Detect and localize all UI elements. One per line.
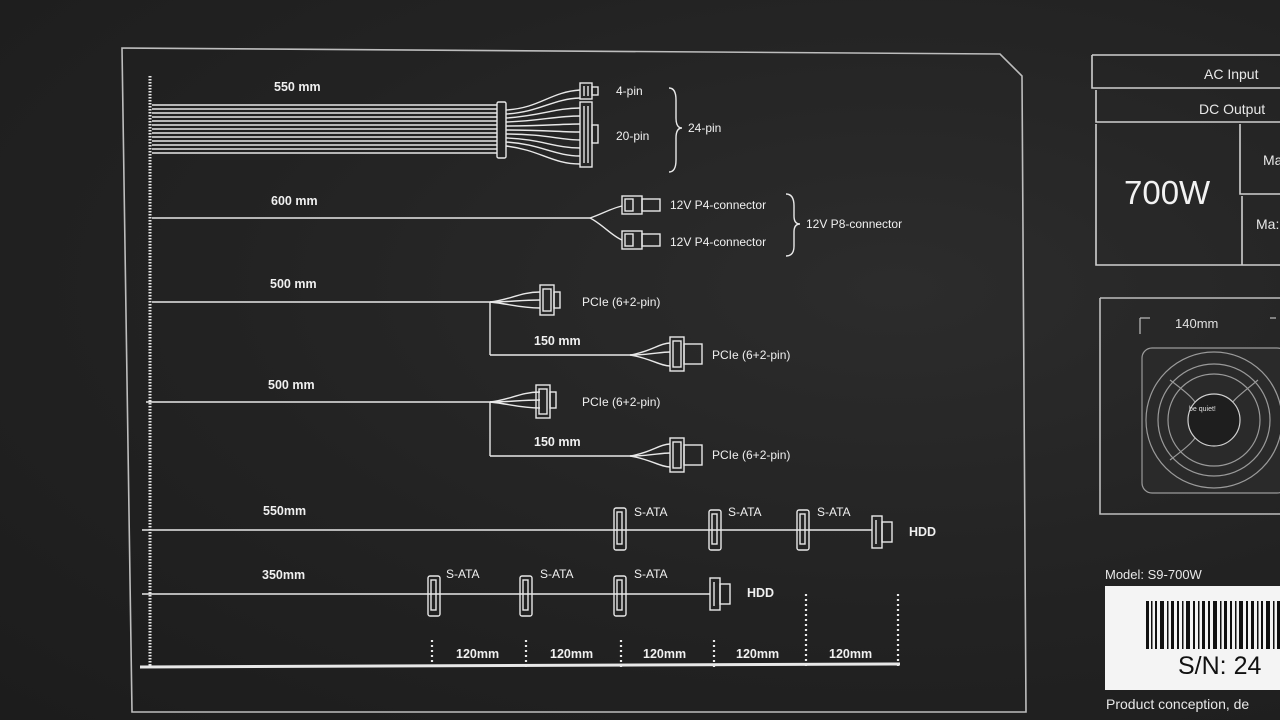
pin20-label: 20-pin	[616, 129, 650, 143]
main-cable-bundle	[152, 82, 683, 173]
fan-logo: be quiet!	[1189, 406, 1216, 413]
pin24-brace	[668, 87, 683, 173]
barcode-icon	[1146, 601, 1280, 649]
spec-table	[1091, 54, 1280, 266]
spacing-label-2: 120mm	[550, 647, 594, 661]
dc-output-label: DC Output	[1199, 101, 1266, 117]
sata-1-connector-1: S-ATA	[634, 505, 668, 519]
ac-input-label: AC Input	[1204, 66, 1259, 82]
p8-brace	[785, 193, 801, 257]
footer-text: Product conception, de	[1106, 696, 1250, 712]
pcie-1-branch-length: 150 mm	[534, 334, 581, 348]
model-label: Model: S9-700W	[1105, 567, 1202, 582]
pin24-label: 24-pin	[688, 121, 722, 135]
sata-2-hdd-label: HDD	[747, 586, 775, 600]
pin20-connector	[579, 101, 593, 168]
pin4-connector	[579, 82, 593, 100]
sata-cable-2-length: 350mm	[262, 568, 306, 582]
serial-number: S/N: 24	[1178, 652, 1262, 680]
barcode-sticker	[1105, 586, 1280, 690]
p4-connector-b-label: 12V P4-connector	[670, 235, 767, 249]
cpu-cable	[152, 193, 801, 257]
sata-cable-1-length: 550mm	[263, 504, 307, 518]
spacing-label-5: 120mm	[829, 647, 873, 661]
pcie-2-connector-a: PCIe (6+2-pin)	[582, 395, 661, 409]
wattage-value: 700W	[1124, 174, 1211, 211]
p4-connector-a-label: 12V P4-connector	[670, 198, 767, 212]
sata-1-hdd-label: HDD	[909, 525, 937, 539]
sata-cable-1	[142, 507, 893, 551]
fan-drawing	[1141, 347, 1280, 494]
cpu-cable-length: 600 mm	[271, 194, 318, 208]
pcie-1-connector-a: PCIe (6+2-pin)	[582, 295, 661, 309]
sata-2-connector-3: S-ATA	[634, 567, 668, 581]
sata-1-connector-2: S-ATA	[728, 505, 762, 519]
sata-1-connector-3: S-ATA	[817, 505, 851, 519]
main-cable-length: 550 mm	[274, 80, 321, 94]
sata-2-connector-1: S-ATA	[446, 567, 480, 581]
pcie-cable-1	[152, 284, 703, 372]
pcie-1-connector-b: PCIe (6+2-pin)	[712, 348, 791, 362]
pcie-cable-2-length: 500 mm	[268, 378, 315, 392]
pcie-cable-1-length: 500 mm	[270, 277, 317, 291]
p8-connector-label: 12V P8-connector	[806, 217, 903, 231]
fan-size-label: 140mm	[1175, 316, 1219, 331]
spec-row-a-label: Ma	[1263, 152, 1280, 168]
spec-row-b-label: Ma:	[1256, 216, 1280, 232]
sata-cable-2	[142, 575, 731, 617]
pcie-2-connector-b: PCIe (6+2-pin)	[712, 448, 791, 462]
spacing-label-1: 120mm	[456, 647, 500, 661]
fan-panel	[1099, 297, 1280, 515]
spacing-label-4: 120mm	[736, 647, 780, 661]
pcie-2-branch-length: 150 mm	[534, 435, 581, 449]
pcie-cable-2	[146, 384, 703, 473]
spacing-ruler	[139, 594, 901, 669]
sata-2-connector-2: S-ATA	[540, 567, 574, 581]
diagram-frame	[121, 47, 1027, 713]
spacing-label-3: 120mm	[643, 647, 687, 661]
pin4-label: 4-pin	[616, 84, 643, 98]
